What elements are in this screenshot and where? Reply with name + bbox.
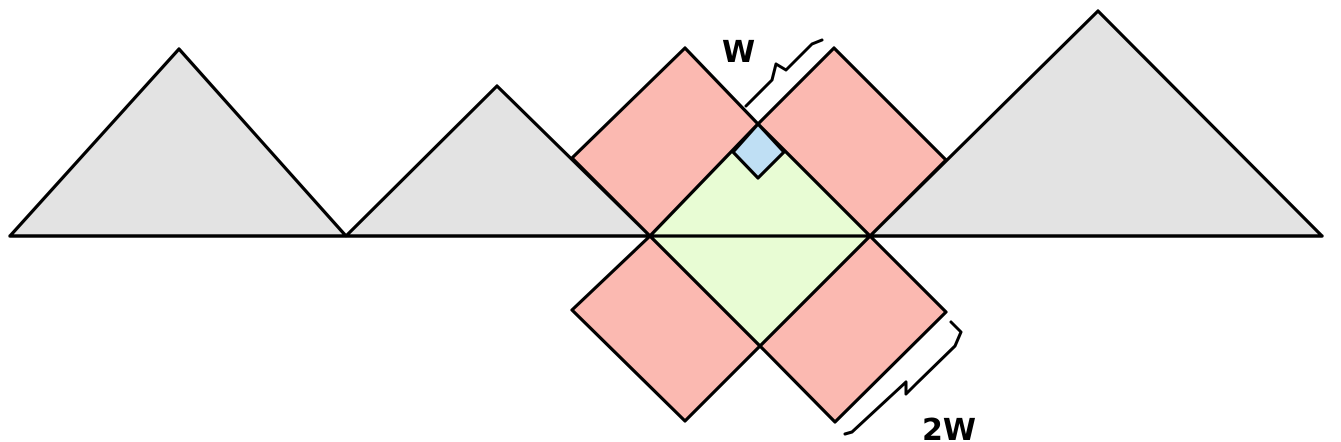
width-label-large: 2W [922,413,976,442]
triangle-right [868,9,1324,238]
brace-top [744,38,824,108]
small-square [731,122,786,180]
triangle-far-left [8,47,348,238]
width-label-small: W [722,35,755,70]
brace-bottom [843,320,963,436]
